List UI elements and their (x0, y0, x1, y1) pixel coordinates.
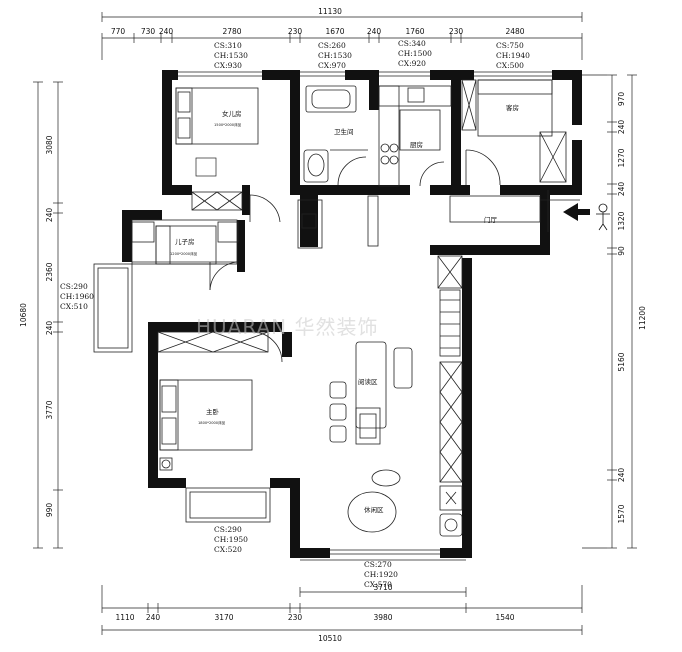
watermark: HUARAN 华然装饰 (196, 315, 378, 339)
svg-text:CH:1950: CH:1950 (214, 535, 248, 544)
bottom-seg-5: 3980 (373, 613, 392, 622)
bottom-seg-6: 1540 (495, 613, 514, 622)
walls (122, 70, 582, 558)
window-spec-living: CS:270 CH:1920 CX:570 (364, 560, 398, 589)
room-daughter: 女儿房 (222, 109, 242, 118)
svg-text:CX:500: CX:500 (496, 61, 524, 70)
bottom-inner-dim: 3710 (373, 583, 392, 592)
right-total-dim: 11200 (638, 306, 647, 330)
svg-text:CH:1940: CH:1940 (496, 51, 530, 60)
entry-arrow-icon (563, 203, 590, 221)
right-seg-5: 1320 (617, 211, 626, 230)
left-seg-4: 240 (45, 321, 54, 336)
window-spec-kitchen: CS:340 CH:1500 CX:920 (398, 39, 432, 68)
svg-text:CH:1920: CH:1920 (364, 570, 398, 579)
top-seg-3: 240 (159, 27, 174, 36)
svg-text:CH:1960: CH:1960 (60, 292, 94, 301)
room-bathroom: 卫生间 (334, 127, 354, 136)
svg-text:CS:290: CS:290 (214, 525, 242, 534)
top-seg-10: 2480 (505, 27, 524, 36)
person-icon (596, 203, 610, 231)
left-seg-3: 2360 (45, 262, 54, 281)
svg-text:CS:310: CS:310 (214, 41, 242, 50)
bottom-seg-3: 3170 (214, 613, 233, 622)
left-dimension-chain (33, 81, 63, 549)
svg-text:CX:920: CX:920 (398, 59, 426, 68)
left-seg-5: 3770 (45, 400, 54, 419)
left-seg-6: 990 (45, 503, 54, 518)
right-seg-7: 5160 (617, 352, 626, 371)
top-total-dim: 11130 (318, 7, 342, 16)
zone-leisure: 休闲区 (364, 505, 384, 514)
top-seg-4: 2780 (222, 27, 241, 36)
left-seg-2: 240 (45, 208, 54, 223)
left-total-dim: 10680 (19, 303, 28, 327)
top-seg-9: 230 (449, 27, 464, 36)
bed-note-master: 1800*2000床品 (198, 420, 226, 425)
bottom-seg-1: 1110 (115, 613, 134, 622)
window-spec-son: CS:290 CH:1960 CX:510 (60, 282, 94, 311)
top-dimension-chain (101, 12, 583, 60)
window-spec-bathroom: CS:260 CH:1530 CX:970 (318, 41, 352, 70)
interior-lines (93, 71, 580, 561)
room-foyer: 门厅 (484, 215, 498, 224)
zone-reading: 阅读区 (358, 377, 378, 386)
bottom-seg-2: 240 (146, 613, 161, 622)
left-seg-1: 3080 (45, 135, 54, 154)
window-spec-guest: CS:750 CH:1940 CX:500 (496, 41, 530, 70)
svg-text:CX:510: CX:510 (60, 302, 88, 311)
svg-text:CS:270: CS:270 (364, 560, 392, 569)
svg-text:CH:1500: CH:1500 (398, 49, 432, 58)
right-seg-4: 240 (617, 182, 626, 197)
top-seg-2: 730 (141, 27, 156, 36)
svg-text:CH:1530: CH:1530 (214, 51, 248, 60)
bottom-seg-4: 230 (288, 613, 303, 622)
right-seg-9: 1570 (617, 504, 626, 523)
bottom-total-dim: 10510 (318, 634, 342, 643)
top-seg-7: 240 (367, 27, 382, 36)
room-guest: 客房 (506, 103, 519, 112)
bottom-dimension-chain (101, 585, 583, 635)
bed-note-daughter: 1500*2000床品 (214, 122, 242, 127)
window-spec-master: CS:290 CH:1950 CX:520 (214, 525, 248, 554)
right-seg-8: 240 (617, 468, 626, 483)
svg-text:CH:1530: CH:1530 (318, 51, 352, 60)
right-seg-1: 970 (617, 92, 626, 107)
room-master: 主卧 (206, 407, 220, 416)
top-seg-5: 230 (288, 27, 303, 36)
right-dimension-chain (582, 74, 637, 549)
bed-note-son: 1200*2000床品 (170, 251, 198, 256)
svg-text:CX:930: CX:930 (214, 61, 242, 70)
top-seg-6: 1670 (325, 27, 344, 36)
top-segment-labels: 770 730 240 2780 230 1670 240 1760 230 2… (111, 27, 525, 36)
svg-text:CX:570: CX:570 (364, 580, 392, 589)
svg-text:CS:750: CS:750 (496, 41, 524, 50)
right-segment-labels: 970 240 1270 240 1320 90 5160 240 1570 (617, 92, 626, 524)
bottom-segment-labels: 1110 240 3170 230 3980 1540 (115, 613, 514, 622)
room-kitchen: 厨房 (410, 140, 423, 149)
svg-text:CX:970: CX:970 (318, 61, 346, 70)
svg-text:CS:260: CS:260 (318, 41, 346, 50)
top-seg-8: 1760 (405, 27, 424, 36)
room-son: 儿子房 (175, 237, 195, 246)
window-spec-daughter: CS:310 CH:1530 CX:930 (214, 41, 248, 70)
svg-text:CS:340: CS:340 (398, 39, 426, 48)
svg-text:CX:520: CX:520 (214, 545, 242, 554)
right-seg-6: 90 (617, 246, 626, 256)
right-seg-2: 240 (617, 120, 626, 135)
top-seg-1: 770 (111, 27, 126, 36)
right-seg-3: 1270 (617, 148, 626, 167)
left-segment-labels: 3080 240 2360 240 3770 990 (45, 135, 54, 517)
svg-text:CS:290: CS:290 (60, 282, 88, 291)
